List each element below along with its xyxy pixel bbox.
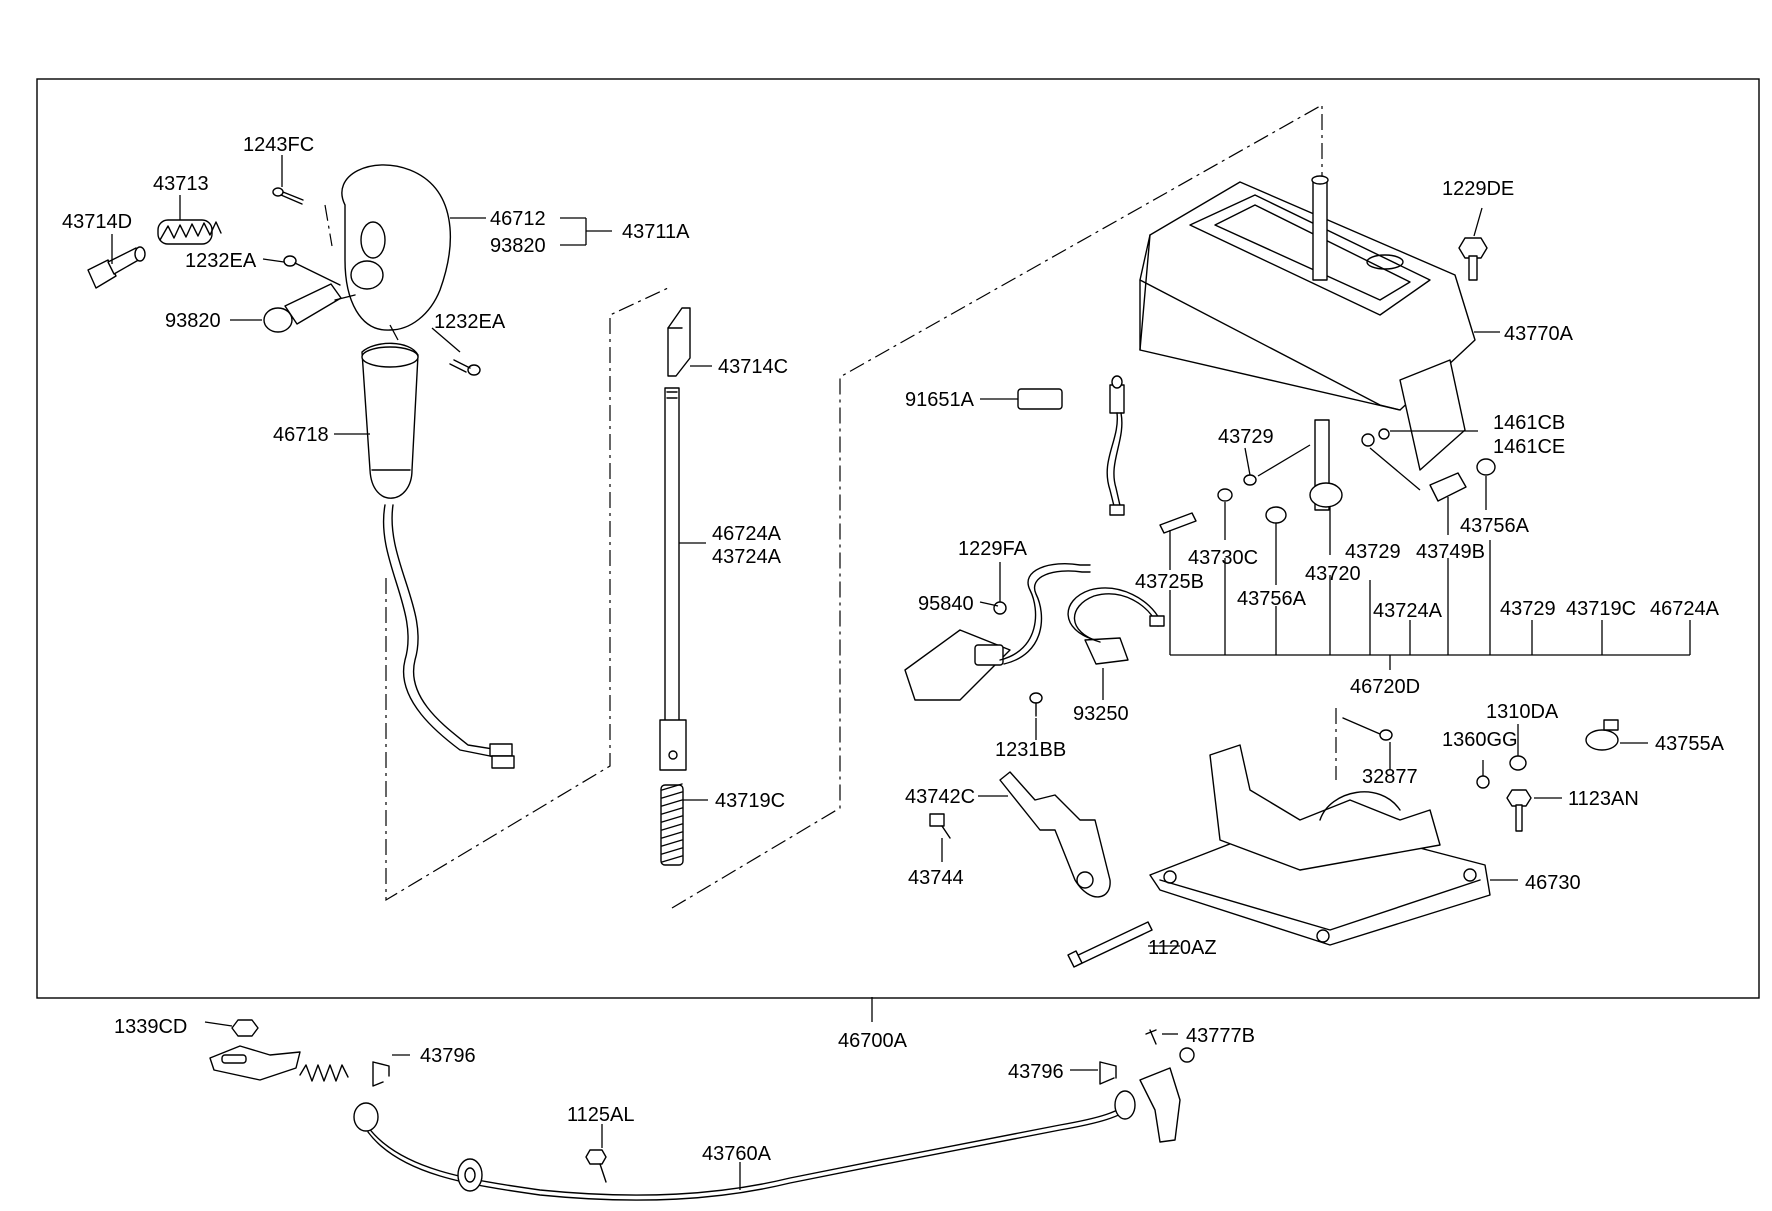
clip-43744-part	[929, 813, 951, 839]
button-93820-part	[263, 283, 356, 333]
label-1123an: 1123AN	[1568, 788, 1639, 810]
clip-43796-right-part	[1099, 1061, 1117, 1085]
screw-1232ea-upper-part	[283, 255, 341, 286]
label-1229fa: 1229FA	[958, 538, 1028, 560]
label-43796-left: 43796	[420, 1045, 476, 1067]
label-43744: 43744	[908, 867, 964, 889]
label-93250: 93250	[1073, 703, 1129, 725]
rod-tip-43714c-part	[667, 307, 691, 377]
rod-46724a-part	[664, 387, 680, 729]
bushing-43756a-part	[1476, 458, 1496, 476]
label-43724a-upper: 43724A	[712, 546, 782, 568]
label-43756a-right: 43756A	[1460, 515, 1530, 537]
boot-46718-part	[361, 342, 419, 499]
label-46712: 46712	[490, 208, 546, 230]
label-1310da: 1310DA	[1486, 701, 1559, 723]
label-1243fc: 1243FC	[243, 134, 314, 156]
bolt-1120az-part	[1067, 921, 1153, 968]
label-43719c-lower: 43719C	[1566, 598, 1636, 620]
label-43777b: 43777B	[1186, 1025, 1255, 1047]
lever-43742c-part	[999, 771, 1111, 898]
switch-93250-assembly	[1067, 587, 1165, 665]
part-labels: 1243FC 43713 43714D 46712 93820 43711A 1…	[62, 134, 1725, 1165]
label-46724a-lower: 46724A	[1650, 598, 1720, 620]
bolt-1123an-part	[1506, 789, 1532, 832]
label-43760a: 43760A	[702, 1143, 772, 1165]
label-43714d: 43714D	[62, 211, 132, 233]
label-43720: 43720	[1305, 563, 1361, 585]
label-43729-middle: 43729	[1345, 541, 1401, 563]
label-1232ea-lower: 1232EA	[434, 311, 506, 333]
label-1232ea-upper: 1232EA	[185, 250, 257, 272]
label-43730c: 43730C	[1188, 547, 1258, 569]
label-1339cd: 1339CD	[114, 1016, 187, 1038]
label-1360gg: 1360GG	[1442, 729, 1518, 751]
pin-43714d-part	[87, 246, 146, 289]
label-46724a-upper: 46724A	[712, 523, 782, 545]
shift-lever-part	[1312, 179, 1328, 281]
label-32877: 32877	[1362, 766, 1418, 788]
pin-43777b-part	[1145, 1029, 1157, 1045]
knob-wire-part	[382, 504, 511, 761]
bolt-32877-part	[1342, 717, 1393, 741]
label-43756a-left: 43756A	[1237, 588, 1307, 610]
label-1231bb: 1231BB	[995, 739, 1066, 761]
label-43719c-upper: 43719C	[715, 790, 785, 812]
label-43770a: 43770A	[1504, 323, 1574, 345]
bushing-43749b-part	[1429, 472, 1467, 502]
label-1229de: 1229DE	[1442, 178, 1514, 200]
bolt-1229de-part	[1458, 237, 1488, 281]
assembly-frame	[36, 78, 1760, 999]
pin-43725b-part	[1159, 512, 1197, 534]
label-43714c: 43714C	[718, 356, 788, 378]
shift-cable-assembly	[209, 1045, 1195, 1201]
label-43749b: 43749B	[1416, 541, 1485, 563]
bushing-43729-upper-part	[1243, 474, 1257, 486]
shift-knob-assembly	[87, 164, 515, 769]
label-43724a-lower: 43724A	[1373, 600, 1443, 622]
label-91651a: 91651A	[905, 389, 975, 411]
nut-1339cd-part	[231, 1019, 259, 1037]
label-95840: 95840	[918, 593, 974, 615]
washer-43756a-lower-part	[1265, 506, 1287, 524]
label-1125al: 1125AL	[567, 1104, 634, 1126]
screw-1232ea-lower-part	[449, 359, 481, 376]
shift-rod-assembly	[659, 307, 691, 866]
label-43796-right: 43796	[1008, 1061, 1064, 1083]
label-43711a: 43711A	[622, 221, 690, 243]
knob-46712-part	[341, 164, 451, 331]
switch-95840-assembly	[904, 563, 1091, 717]
label-43713: 43713	[153, 173, 209, 195]
label-43729-upper: 43729	[1218, 426, 1274, 448]
bushing-43730c-part	[1217, 488, 1233, 502]
label-1461cb: 1461CB	[1493, 412, 1565, 434]
label-1461ce: 1461CE	[1493, 436, 1565, 458]
label-46720d: 46720D	[1350, 676, 1420, 698]
label-93820-lower: 93820	[165, 310, 221, 332]
label-43725b: 43725B	[1135, 571, 1204, 593]
spring-43719c-part	[661, 783, 683, 863]
nut-1310da-part	[1509, 755, 1527, 771]
label-46700a: 46700A	[838, 1030, 908, 1052]
lamp-91651a-assembly	[1017, 375, 1125, 516]
label-43755a: 43755A	[1655, 733, 1725, 755]
label-46718: 46718	[273, 424, 329, 446]
clip-43796-left-part	[372, 1061, 390, 1087]
indicator-housing-assembly	[1139, 175, 1496, 534]
label-1120az: 1120AZ	[1148, 937, 1217, 959]
label-93820-upper: 93820	[490, 235, 546, 257]
leader-lines	[111, 155, 1691, 1190]
clamp-43755a-part	[1585, 719, 1619, 751]
bolt-1125al-part	[585, 1149, 607, 1183]
label-43729-lower: 43729	[1500, 598, 1556, 620]
label-43742c: 43742C	[905, 786, 975, 808]
screw-1243fc-part	[272, 187, 304, 205]
label-46730: 46730	[1525, 872, 1581, 894]
washer-1360gg-part	[1476, 775, 1490, 789]
base-46730-part	[1149, 744, 1491, 946]
